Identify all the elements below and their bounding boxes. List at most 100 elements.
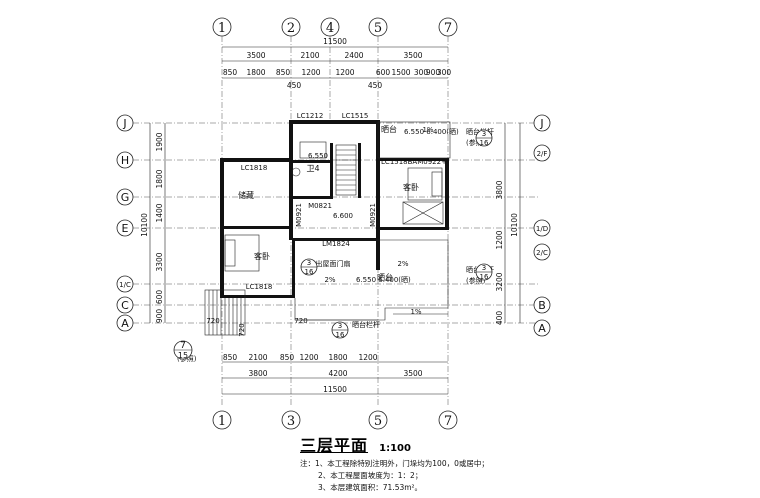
label-level-6600: 6.600 — [333, 212, 353, 220]
dim-top-fine-1: 850 — [223, 68, 238, 77]
grid-label-top-2: 2 — [287, 21, 295, 36]
detail-ref-stair-sheet: 15 — [178, 351, 188, 360]
dim-bottom-fine-1: 850 — [223, 353, 238, 362]
grid-label-bottom-5: 5 — [374, 414, 382, 429]
room-terrace-mid: 晒台 — [377, 272, 393, 282]
drawing-title: 三层平面 1:100 — [300, 432, 411, 456]
dim-bottom-fine-2: 2100 — [248, 353, 267, 362]
grid-label-top-1: 1 — [218, 21, 226, 36]
grid-label-right-b: B — [538, 299, 546, 312]
dim-top-mid-4: 3500 — [403, 51, 422, 60]
label-720-a: 720 — [206, 317, 219, 325]
label-level-mid: 6.550 6.400(晒) — [356, 276, 411, 284]
label-level-6550: 6.550 — [308, 152, 328, 160]
note-line-3: 3、本层建筑面积：71.53m²。 — [318, 483, 423, 492]
dim-left-total: 10100 — [140, 213, 149, 237]
dim-top-mid-2: 2100 — [300, 51, 319, 60]
furniture — [224, 141, 444, 272]
room-storage: 储藏 — [238, 190, 254, 200]
grid-bubbles-left: J H G E 1/C C A — [116, 114, 134, 332]
interior-stair — [335, 144, 357, 196]
grid-label-left-c: C — [121, 299, 129, 312]
detail-references: 3 16 3 16 3 16 3 16 7 15 — [173, 129, 493, 360]
dim-left-fine-2: 1800 — [155, 169, 164, 188]
dim-bottom-fine-4: 1200 — [299, 353, 318, 362]
note-line-2: 2、本工程屋面坡度为：1：2； — [318, 471, 423, 480]
grid-label-left-e: E — [122, 222, 129, 235]
label-level-top: 6.550 6.400(晒) — [404, 128, 459, 136]
dim-top-small-2: 450 — [368, 81, 383, 90]
label-lc1818-bottom: LC1818 — [246, 283, 273, 291]
detail-ref-top-sheet: 16 — [480, 139, 489, 147]
label-720-c: 720 — [294, 317, 307, 325]
dim-right-fine-1: 3800 — [495, 180, 504, 199]
dim-top-fine-2: 1800 — [246, 68, 265, 77]
detail-ref-mid-sheet: 16 — [480, 273, 489, 281]
label-slope-left: 2% — [324, 276, 335, 284]
dim-bottom-mid-2: 4200 — [328, 369, 347, 378]
terrace-outline — [294, 121, 451, 321]
dim-top-fine-3: 850 — [276, 68, 291, 77]
room-terrace-top: 晒台 — [381, 124, 397, 134]
dim-left-fine-3: 1400 — [155, 203, 164, 222]
grid-lines — [133, 36, 540, 405]
label-stair-door: 出屋面门扇 — [316, 259, 351, 268]
note-line-1: 注：1、本工程除特别注明外，门垛均为100，0或居中； — [300, 459, 489, 468]
dim-top-fine-8: 300 — [414, 68, 429, 77]
label-720-b: 720 — [238, 323, 246, 336]
exterior-stair — [204, 289, 246, 336]
grid-label-left-j: J — [122, 117, 126, 130]
notes-block: 注：1、本工程除特别注明外，门垛均为100，0或居中； 2、本工程屋面坡度为：1… — [300, 458, 489, 494]
dim-bottom-mid-1: 3800 — [248, 369, 267, 378]
dim-left-fine-6: 900 — [155, 309, 164, 324]
detail-ref-bottom-sheet: 16 — [336, 331, 345, 339]
dim-right-fine-4: 400 — [495, 311, 504, 326]
label-m0921-right: M0921 — [369, 203, 377, 227]
grid-label-bottom-7: 7 — [444, 414, 452, 429]
dim-top-mid-1: 3500 — [246, 51, 265, 60]
detail-ref-bottom-num: 3 — [338, 322, 342, 330]
detail-ref-left-sheet: 16 — [305, 268, 314, 276]
dim-left-fine-4: 3300 — [155, 252, 164, 271]
title-scale: 1:100 — [379, 443, 411, 454]
dimensions-bottom: 850 2100 850 1200 1800 1200 3800 4200 35… — [222, 353, 448, 395]
label-m0921-left: M0921 — [295, 203, 303, 227]
grid-label-top-7: 7 — [444, 21, 452, 36]
dim-bottom-fine-3: 850 — [280, 353, 295, 362]
dim-top-fine-9: 900 — [426, 68, 441, 77]
dim-left-fine-1: 1900 — [155, 132, 164, 151]
grid-label-bottom-3: 3 — [287, 414, 295, 429]
grid-label-right-2c: 2/C — [536, 249, 548, 257]
label-railing-bottom: 晒台栏杆 — [352, 320, 380, 329]
dim-top-mid-3: 2400 — [344, 51, 363, 60]
dim-bottom-total: 11500 — [323, 385, 347, 394]
dim-top-fine-7: 1500 — [391, 68, 410, 77]
walls — [220, 120, 449, 298]
room-bedroom-right: 客卧 — [403, 182, 419, 192]
grid-bubbles-top — [212, 17, 458, 37]
room-labels: 储藏 客卧 客卧 卫4 晒台 晒台 — [238, 124, 419, 282]
opening-labels: LC1212 LC1515 LC1818 LC1818 LC1518BAM092… — [177, 112, 494, 363]
grid-label-right-a: A — [538, 322, 546, 335]
label-lc1818-top: LC1818 — [241, 164, 268, 172]
grid-labels-top: 1 2 4 5 7 — [218, 21, 452, 36]
grid-label-top-5: 5 — [374, 21, 382, 36]
title-text: 三层平面 — [300, 436, 369, 455]
dim-right-fine-2: 1200 — [495, 230, 504, 249]
label-slope-bottom: 1% — [410, 308, 421, 316]
label-slope-mid: 2% — [397, 260, 408, 268]
dim-top-small-1: 450 — [287, 81, 302, 90]
room-wc: 卫4 — [306, 164, 319, 173]
room-bedroom-left: 客卧 — [254, 251, 270, 261]
dimensions-right: 3800 1200 3200 400 10100 — [495, 123, 521, 326]
dim-left-fine-5: 600 — [155, 290, 164, 305]
dim-top-fine-4: 1200 — [301, 68, 320, 77]
dim-bottom-fine-6: 1200 — [358, 353, 377, 362]
grid-label-left-1c: 1/C — [119, 281, 131, 289]
label-railing-top-ref: (参照) — [466, 138, 486, 147]
detail-ref-stair-num: 7 — [180, 341, 186, 351]
dim-bottom-mid-3: 3500 — [403, 369, 422, 378]
grid-label-left-a: A — [121, 317, 129, 330]
grid-bubbles-bottom: 1 3 5 7 — [212, 410, 458, 430]
